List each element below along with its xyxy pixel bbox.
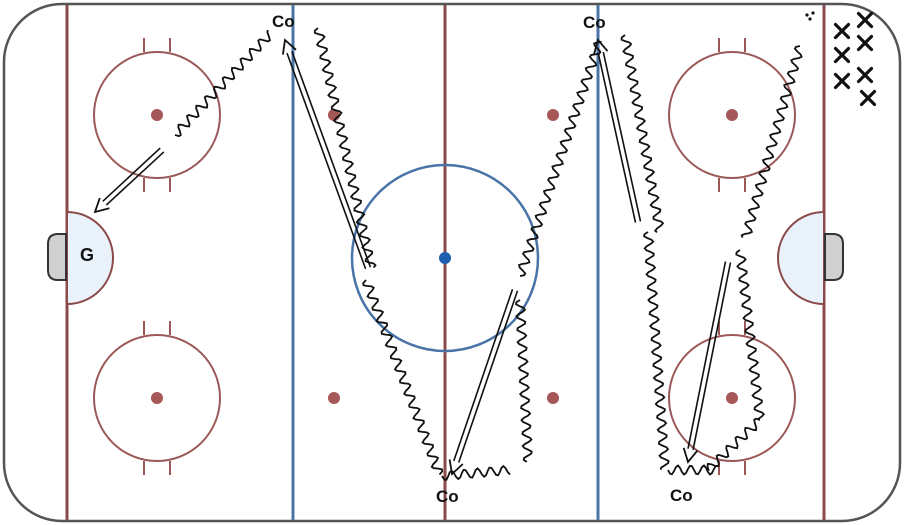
player-group — [833, 11, 877, 107]
skate-path-7 — [620, 34, 665, 234]
skate-path-11 — [735, 249, 766, 420]
coach-label-bottom-center: Co — [436, 487, 459, 506]
coach-label-bottom-right: Co — [670, 486, 693, 505]
skate-path-12 — [706, 417, 761, 471]
goal-net-left — [47, 233, 67, 281]
skate-path-8 — [643, 231, 670, 470]
pass-arrow-1 — [282, 38, 372, 270]
center-circle — [350, 163, 540, 353]
skate-path-3 — [362, 279, 444, 476]
center-faceoff-dot — [439, 252, 451, 264]
puck-pile-icon — [805, 11, 815, 21]
goal-crease-left — [66, 210, 114, 306]
goal-crease-right — [777, 210, 825, 306]
skate-path-10 — [740, 45, 803, 238]
pass-arrow-2 — [448, 288, 519, 476]
player-x-icon — [833, 72, 851, 90]
pass-arrow-3 — [593, 38, 642, 223]
player-x-icon — [856, 66, 874, 84]
neutral-dot-bottom-right — [547, 392, 559, 404]
pass-arrows — [93, 38, 732, 476]
player-x-icon — [833, 22, 851, 40]
goalie-label: G — [80, 245, 94, 265]
faceoff-circle-bottom-left — [93, 321, 221, 475]
skating-paths — [174, 27, 803, 481]
pass-arrow-4 — [682, 261, 732, 464]
skate-path-1 — [174, 29, 271, 138]
skate-path-2 — [313, 27, 377, 269]
coach-label-top-right: Co — [583, 13, 606, 32]
skate-path-5 — [517, 40, 602, 277]
faceoff-circle-top-left — [93, 38, 221, 192]
player-x-icon — [856, 34, 874, 52]
goal-net-right — [824, 233, 844, 281]
player-x-icon — [859, 89, 877, 107]
coach-label-top-left: Co — [272, 12, 295, 31]
neutral-dot-bottom-left — [328, 392, 340, 404]
pass-arrow-to-goalie — [93, 147, 165, 214]
player-x-icon — [833, 46, 851, 64]
player-x-icon — [856, 11, 874, 29]
neutral-dot-top-right — [547, 109, 559, 121]
skate-path-9 — [667, 464, 717, 476]
faceoff-circle-top-right — [668, 38, 796, 192]
skate-path-6 — [514, 299, 533, 463]
